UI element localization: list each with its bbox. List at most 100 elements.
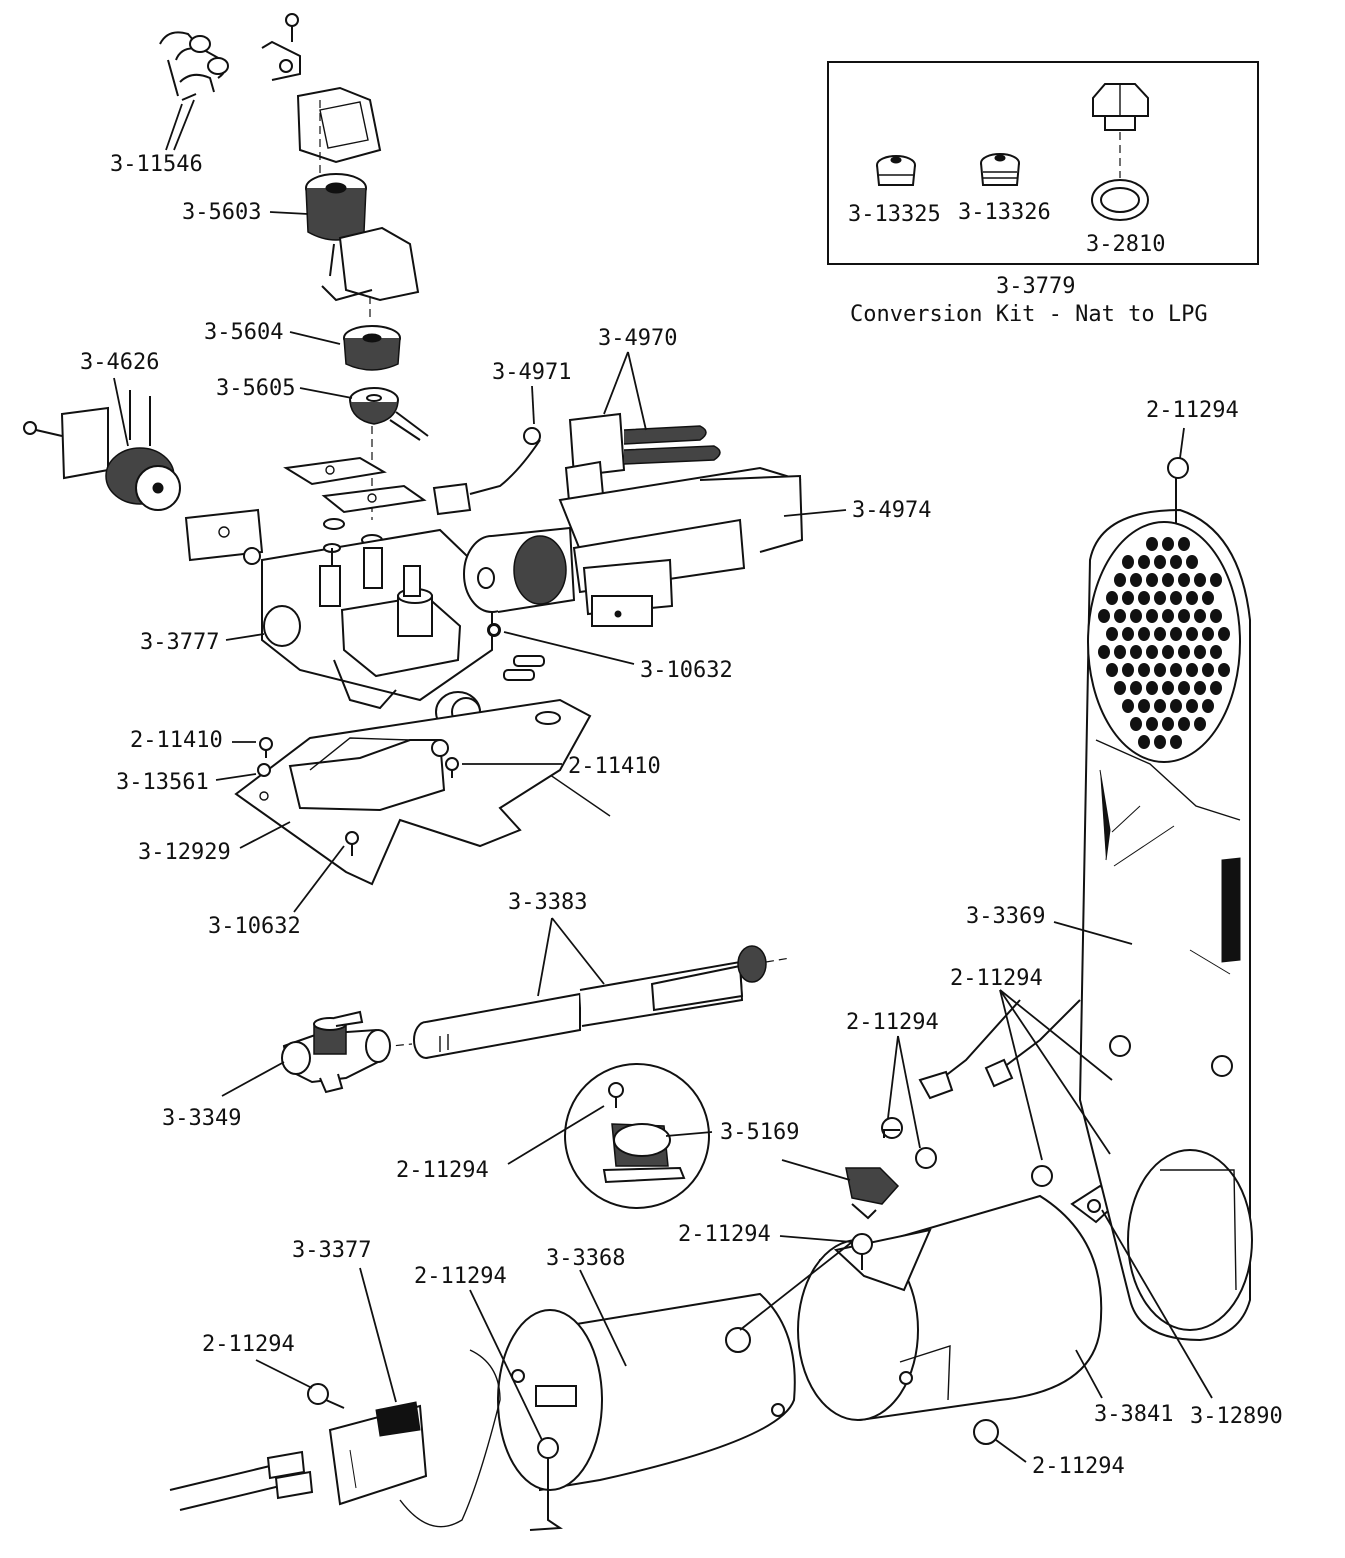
label-2-11294-chamber: 2-11294 [678,1222,771,1247]
vent-hole [1202,699,1214,713]
label-3-12929: 3-12929 [138,840,231,865]
vent-hole [1186,555,1198,569]
vent-hole [1194,681,1206,695]
vent-hole [1202,663,1214,677]
vent-hole [1154,591,1166,605]
vent-hole [1202,627,1214,641]
vent-hole [1186,627,1198,641]
vent-hole [1202,591,1214,605]
vent-hole [1210,573,1222,587]
vent-hole [1178,573,1190,587]
thermostat-5169-part [564,1063,710,1209]
label-2-11294-mid: 2-11294 [846,1010,939,1035]
coil-5603-part [305,173,420,302]
vent-hole [1162,573,1174,587]
vent-hole [1122,591,1134,605]
vent-hole [1162,681,1174,695]
vent-hole [1114,681,1126,695]
vent-hole [1154,663,1166,677]
vent-hole [1194,573,1206,587]
vent-hole [1154,699,1166,713]
orifice-13325-part [876,155,916,186]
label-3-2810: 3-2810 [1086,232,1166,257]
vent-hole [1130,573,1142,587]
vent-hole [1106,663,1118,677]
vent-hole [1210,645,1222,659]
vent-hole [1170,591,1182,605]
label-kit-part-number: 3-3779 [996,274,1076,299]
vent-hole [1122,663,1134,677]
label-3-3377: 3-3377 [292,1238,372,1263]
label-2-11294-switch: 2-11294 [202,1332,295,1357]
vent-hole [1138,591,1150,605]
label-3-3383: 3-3383 [508,890,588,915]
label-3-5169: 3-5169 [720,1120,800,1145]
cover-plate-3369-part [1078,457,1253,1342]
label-3-10632-lower: 3-10632 [208,914,301,939]
combustion-chamber-3841-part [797,1194,1103,1445]
vent-hole [1146,573,1158,587]
vent-hole [1146,717,1158,731]
burner-4974-part [432,412,804,627]
label-3-13325: 3-13325 [848,202,941,227]
vent-hole [1194,717,1206,731]
vent-hole [1170,699,1182,713]
vent-hole [1162,537,1174,551]
coil-5605-part [349,387,429,520]
vent-hole [1170,663,1182,677]
label-2-11294-bottom: 2-11294 [1032,1454,1125,1479]
gas-valve-3777-part [184,508,611,817]
label-2-11294-top: 2-11294 [1146,398,1239,423]
label-3-11546: 3-11546 [110,152,203,177]
label-2-11294-thermostat: 2-11294 [396,1158,489,1183]
shutoff-valve-3349-part [281,1010,391,1094]
switch-3377-part [169,1383,428,1511]
vent-hole [1194,645,1206,659]
label-3-4626: 3-4626 [80,350,160,375]
vent-hole [1178,645,1190,659]
vent-hole [1146,609,1158,623]
label-3-5605: 3-5605 [216,376,296,401]
vent-hole [1154,627,1166,641]
vent-hole [1218,663,1230,677]
burner-tube-3368-part [399,1292,796,1531]
vent-hole [1114,609,1126,623]
orifice-13326-part [980,153,1020,186]
vent-hole [1138,627,1150,641]
vent-hole [1122,627,1134,641]
label-3-3777: 3-3777 [140,630,220,655]
vent-hole [1186,699,1198,713]
vent-hole [1162,717,1174,731]
vent-hole [1154,555,1166,569]
vent-hole [1170,735,1182,749]
label-3-13561: 3-13561 [116,770,209,795]
label-3-4971: 3-4971 [492,360,572,385]
label-3-4974: 3-4974 [852,498,932,523]
hi-limit-thermostat-part [845,1117,937,1220]
vent-hole [1146,645,1158,659]
screws-2-11410 [257,624,500,856]
wire-connector-11546-part [159,31,229,101]
label-3-12890: 3-12890 [1190,1404,1283,1429]
leader-lines [113,99,1213,1463]
vent-hole [1210,609,1222,623]
conversion-kit-panel [827,61,1259,265]
label-3-3841: 3-3841 [1094,1402,1174,1427]
vent-hole [1178,609,1190,623]
label-2-11410-right: 2-11410 [568,754,661,779]
vent-hole [1146,681,1158,695]
vent-hole [1114,645,1126,659]
label-2-11294-tube: 2-11294 [414,1264,507,1289]
vent-hole [1146,537,1158,551]
vent-hole [1186,591,1198,605]
cap-2810-part [1091,83,1149,221]
igniter-4626-part [23,390,181,511]
vent-hole [1130,717,1142,731]
valve-gasket-plates [283,456,427,546]
vent-hole [1162,609,1174,623]
vent-hole [1122,699,1134,713]
vent-hole [1178,681,1190,695]
vent-hole [1130,609,1142,623]
